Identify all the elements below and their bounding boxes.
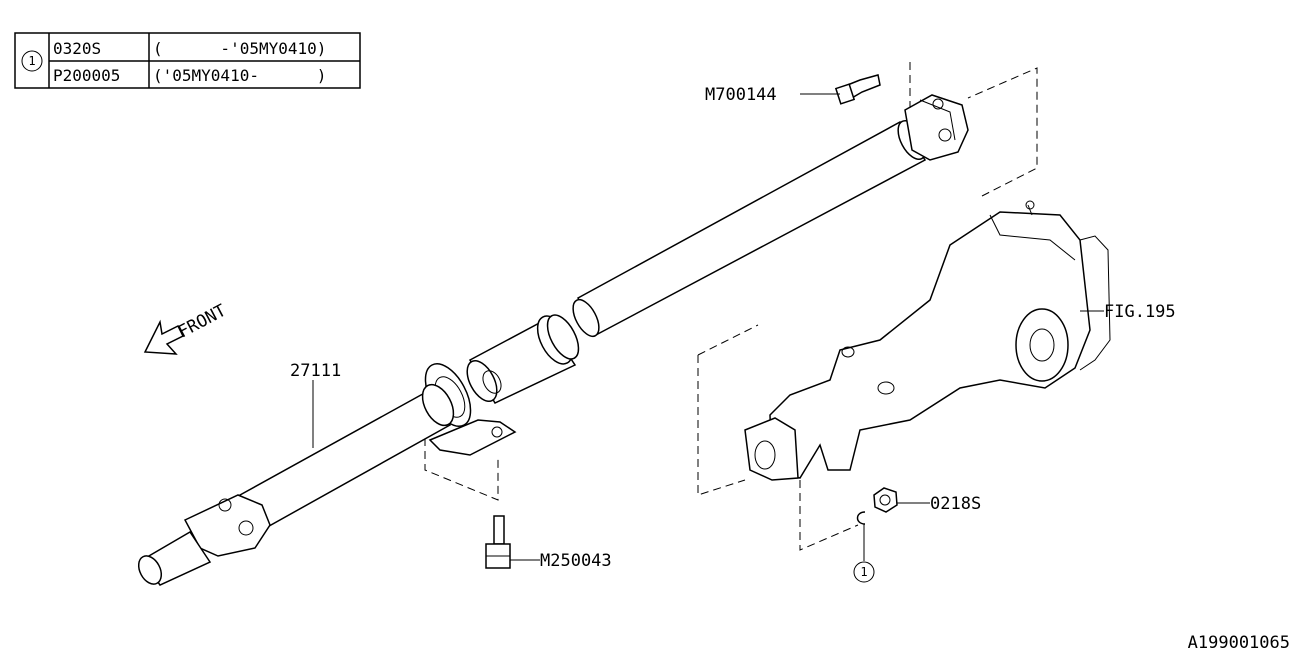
nut-washer-parts: 0218S 1: [853, 487, 981, 583]
bolt-top-label: M700144: [705, 85, 777, 105]
table-part-1: 0320S: [53, 39, 101, 58]
table-marker: 1: [28, 54, 35, 68]
shaft-callout: 27111: [290, 361, 341, 448]
table-range-2: ('05MY0410- ): [153, 66, 326, 85]
rear-shaft: [572, 94, 969, 338]
shaft-label: 27111: [290, 361, 341, 381]
bolt-bottom-label: M250043: [540, 551, 612, 571]
middle-shaft: [466, 314, 580, 404]
reference-table: 1 0320S ( -'05MY0410) P200005 ('05MY0410…: [14, 32, 361, 89]
washer-marker-circle: [853, 561, 875, 583]
table-part-2: P200005: [53, 66, 120, 85]
diff-ref-label: FIG.195: [1104, 302, 1176, 322]
nut-label: 0218S: [930, 494, 981, 514]
bottom-bolt-part: M250043: [485, 515, 612, 571]
table-marker-circle: [21, 50, 43, 72]
diagram-id: A199001065: [1188, 633, 1290, 653]
diff-callout: FIG.195: [1080, 302, 1176, 322]
front-shaft: [137, 383, 455, 586]
table-range-1: ( -'05MY0410): [153, 39, 326, 58]
washer-marker: 1: [860, 565, 867, 579]
front-label: FRONT: [175, 301, 230, 343]
front-arrow: FRONT: [143, 301, 230, 355]
top-bolt-part: M700144: [705, 62, 911, 108]
differential-housing: [697, 67, 1111, 551]
